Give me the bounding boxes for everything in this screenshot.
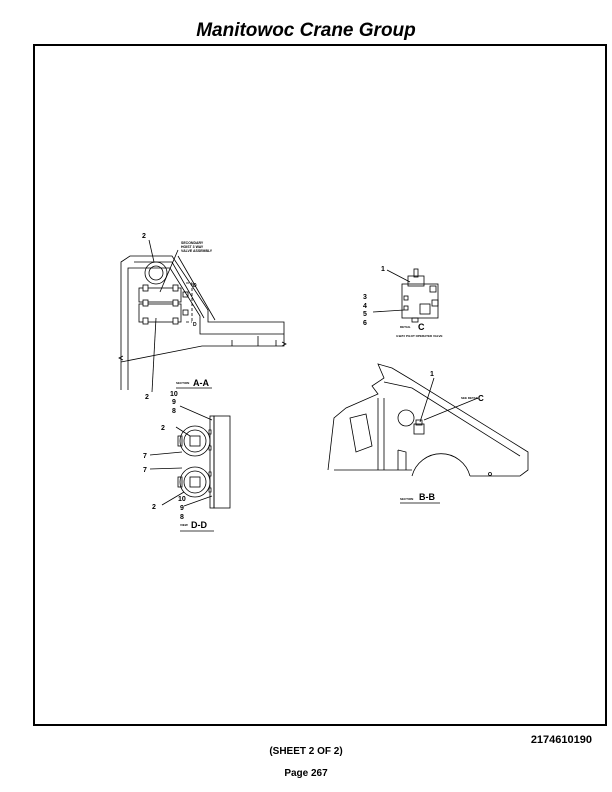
bb-callout-1: 1 [430,371,434,378]
detail-c-view [372,268,439,323]
section-aa-view [118,239,287,393]
bb-view-word: SECTION [400,497,413,501]
c-view-word: DETAIL [400,325,411,329]
dd-callout-2-top: 2 [161,425,165,432]
c-callout-1: 1 [381,266,385,273]
bb-view-label: B-B [419,492,435,502]
c-view-label: C [418,322,425,332]
section-bb-view [327,363,529,477]
view-dd-view [149,405,231,509]
dd-callout-10-top: 10 [170,391,178,398]
bb-see-detail-text: SEE DETAIL [461,396,479,400]
aa-section-mark-top: D [193,283,197,289]
c-callout-5: 5 [363,311,367,318]
dd-callout-2-bottom: 2 [152,504,156,511]
dd-callout-9-bottom: 9 [180,505,184,512]
aa-view-word: SECTION [176,381,189,385]
dd-callout-8-top: 8 [172,408,176,415]
page-number: Page 267 [284,768,328,779]
bb-see-detail-ref: C [478,394,484,403]
dd-callout-7-bottom: 7 [143,467,147,474]
c-callout-4: 4 [363,303,367,310]
aa-note-line-1: SECONDARY [181,241,204,245]
c-subtitle: 3-WAY PILOT OPERATED VALVE [396,334,443,338]
aa-note-line-2: HOIST 3 WAY [181,245,204,249]
aa-callout-bottom: 2 [145,394,149,401]
sheet-label: (SHEET 2 OF 2) [269,746,343,757]
page-title: Manitowoc Crane Group [196,20,416,41]
aa-view-label: A-A [193,378,209,388]
dd-callout-10-bottom: 10 [178,496,186,503]
drawing-frame [33,44,607,726]
aa-note-line-3: VALVE ASSEMBLY [181,249,213,253]
c-callout-3: 3 [363,294,367,301]
dd-callout-7-top: 7 [143,453,147,460]
dd-callout-9-top: 9 [172,399,176,406]
aa-callout-top: 2 [142,233,146,240]
c-callout-6: 6 [363,320,367,327]
dd-callout-8-bottom: 8 [180,514,184,521]
aa-section-mark-bottom: D [193,322,197,328]
dd-view-word: VIEW [180,523,188,527]
document-number: 2174610190 [530,734,592,746]
dd-view-label: D-D [191,520,207,530]
